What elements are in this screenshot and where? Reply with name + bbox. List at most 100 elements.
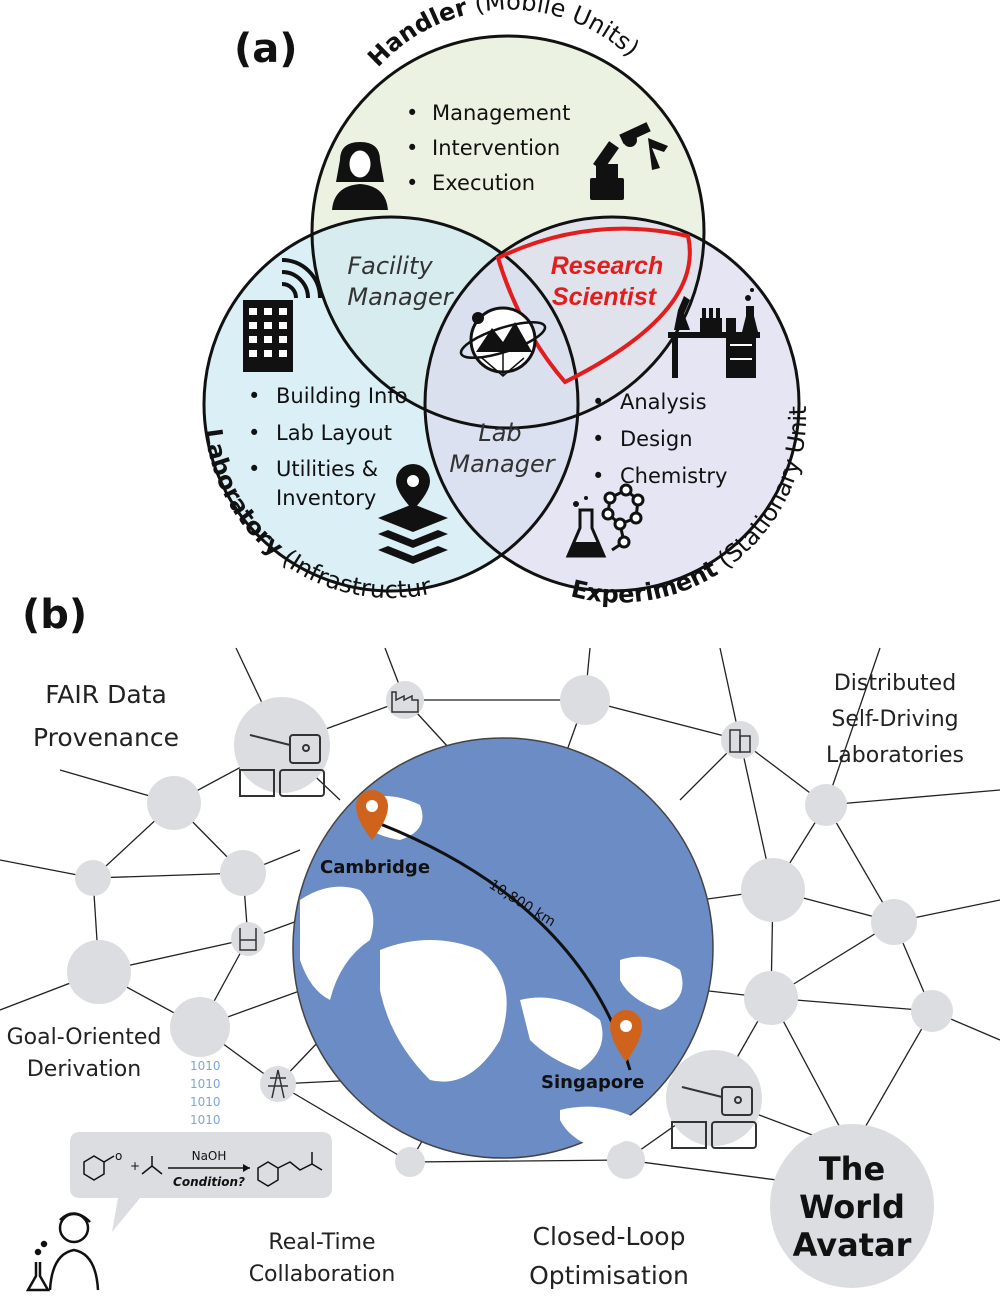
closed-loop-label-1: Closed-Loop <box>533 1222 686 1251</box>
goal-label-2: Derivation <box>27 1057 141 1082</box>
distributed-label-2: Self-Driving <box>831 707 958 732</box>
laboratory-item: Utilities & <box>276 457 378 481</box>
fair-label-1: FAIR Data <box>45 680 167 709</box>
flask-molecule-icon <box>565 483 645 558</box>
lab-manager-label-1: Lab <box>478 419 521 447</box>
svg-text:o: o <box>115 1149 122 1163</box>
network-node <box>607 1141 645 1179</box>
realtime-label-2: Collaboration <box>249 1262 396 1287</box>
svg-text:+: + <box>130 1159 140 1173</box>
singapore-pin-icon <box>610 1010 642 1062</box>
power-tower-icon <box>268 1069 288 1099</box>
svg-text:•: • <box>406 136 418 160</box>
singapore-label: Singapore <box>541 1072 644 1093</box>
world-avatar-label-3: Avatar <box>793 1226 912 1264</box>
network-node <box>147 776 201 830</box>
research-scientist-label-2: Scientist <box>552 283 658 311</box>
globe <box>292 737 714 1159</box>
laboratory-item: Building Info <box>276 384 408 408</box>
continent-shape <box>380 940 507 1082</box>
handler-list: • Management • Intervention • Execution <box>406 101 570 195</box>
person-icon <box>332 142 388 210</box>
research-scientist-label-1: Research <box>551 252 664 280</box>
network-node <box>170 997 230 1057</box>
continent-shape <box>520 997 603 1070</box>
svg-text:•: • <box>248 457 260 481</box>
beaker-icon <box>239 928 257 951</box>
cambridge-label: Cambridge <box>320 857 430 878</box>
factory-icon <box>391 691 419 713</box>
condition-label: Condition? <box>173 1175 245 1189</box>
goal-label-1: Goal-Oriented <box>7 1025 162 1050</box>
network-node <box>560 675 610 725</box>
network-node <box>911 990 953 1032</box>
svg-text:1010: 1010 <box>190 1059 221 1073</box>
network-node <box>231 922 265 956</box>
laboratory-list: • Building Info • Lab Layout • Utilities… <box>248 384 408 510</box>
network-node <box>67 940 131 1004</box>
distributed-label-1: Distributed <box>834 671 956 696</box>
panel-b-label: (b) <box>22 592 87 638</box>
world-avatar-logo-icon <box>459 306 547 377</box>
svg-text:•: • <box>406 101 418 125</box>
world-avatar-label-2: World <box>799 1188 905 1226</box>
facility-manager-label-1: Facility <box>347 252 433 280</box>
svg-text:•: • <box>592 427 604 451</box>
network-node <box>666 1050 762 1146</box>
robot-lab-icon <box>671 1086 757 1149</box>
laboratory-item: Inventory <box>276 486 376 510</box>
world-avatar-node <box>770 1124 934 1288</box>
benzaldehyde-structure <box>83 1155 115 1181</box>
svg-text:•: • <box>592 464 604 488</box>
continent-shape <box>560 1106 640 1150</box>
continent-shape <box>620 956 683 1010</box>
network-node <box>741 858 805 922</box>
network-node <box>871 899 917 945</box>
world-avatar-label-1: The <box>819 1150 885 1188</box>
svg-text:1010: 1010 <box>190 1077 221 1091</box>
svg-text:1010: 1010 <box>190 1113 221 1127</box>
acetone-structure <box>141 1156 163 1175</box>
network-node <box>234 697 330 793</box>
reaction-bubble: o + NaOH Condition? <box>70 1132 332 1232</box>
network-node <box>395 1147 425 1177</box>
product-structure <box>257 1152 323 1187</box>
handler-item: Management <box>432 101 570 125</box>
network-node <box>744 971 798 1025</box>
svg-text:•: • <box>248 384 260 408</box>
facility-manager-label-2: Manager <box>347 283 454 311</box>
experiment-item: Analysis <box>620 390 707 414</box>
scientist-icon <box>25 1212 100 1292</box>
svg-text:•: • <box>248 421 260 445</box>
binary-stream: 1010 1010 1010 1010 <box>190 1059 221 1127</box>
office-building-icon <box>729 729 751 753</box>
svg-text:1010: 1010 <box>190 1095 221 1109</box>
handler-item: Intervention <box>432 136 560 160</box>
distributed-label-3: Laboratories <box>826 743 964 768</box>
laboratory-item: Lab Layout <box>276 421 392 445</box>
network-node <box>260 1066 296 1102</box>
svg-text:•: • <box>406 171 418 195</box>
continent-shape <box>300 886 374 1000</box>
fair-label-2: Provenance <box>33 723 179 752</box>
robot-lab-icon <box>239 734 325 797</box>
network-node <box>220 850 266 896</box>
reagent-label: NaOH <box>192 1149 227 1163</box>
panel-a-label: (a) <box>234 26 298 72</box>
experiment-item: Design <box>620 427 693 451</box>
lab-bench-icon <box>668 288 760 378</box>
network-node <box>75 860 111 896</box>
location-layers-icon <box>378 464 448 564</box>
realtime-label-1: Real-Time <box>268 1230 375 1255</box>
experiment-list: • Analysis • Design • Chemistry <box>592 390 727 488</box>
experiment-item: Chemistry <box>620 464 727 488</box>
robot-arm-icon <box>590 122 668 200</box>
closed-loop-label-2: Optimisation <box>529 1261 689 1290</box>
lab-manager-label-2: Manager <box>449 450 556 478</box>
svg-text:•: • <box>592 390 604 414</box>
building-icon <box>243 258 322 372</box>
network-node <box>805 784 847 826</box>
handler-item: Execution <box>432 171 535 195</box>
cambridge-pin-icon <box>356 790 388 840</box>
